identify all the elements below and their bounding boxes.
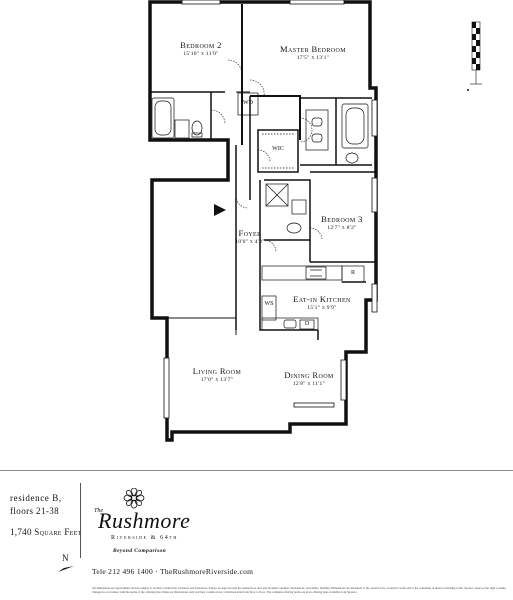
- interior-wall: [235, 180, 261, 330]
- window: [371, 99, 378, 137]
- room-bedroom-3: Bedroom 3 12'7" x 8'2": [312, 214, 372, 232]
- entry-arrow: [214, 204, 226, 216]
- room-name: Master Bedroom: [280, 44, 346, 54]
- door-swing: [227, 59, 243, 75]
- window: [340, 359, 347, 401]
- rushmore-logo: [123, 488, 145, 509]
- door-swing: [249, 79, 265, 97]
- interior-wall: [257, 129, 299, 173]
- interior-wall: [150, 91, 225, 140]
- toilet: [286, 222, 302, 234]
- room-dining-room: Dining Room 12'8" x 11'1": [274, 370, 344, 388]
- north-arrow-icon: N: [58, 553, 74, 572]
- room-name: Dining Room: [284, 370, 334, 380]
- info-divider: [80, 483, 81, 558]
- north-label: N: [62, 553, 69, 563]
- label-ws: WS: [264, 301, 274, 307]
- window: [371, 283, 378, 313]
- sink: [291, 199, 307, 215]
- rosette-icon: [123, 488, 145, 509]
- door-swing: [257, 149, 271, 163]
- brand-tagline: Beyond Comparison: [113, 548, 167, 554]
- vanity: [305, 109, 329, 151]
- brand-location: Riverside & 64th: [111, 535, 178, 541]
- room-dimensions: 10'0" x 4'3": [235, 239, 265, 245]
- room-dimensions: 17'5" x 13'1": [296, 55, 330, 61]
- dishwasher: [299, 319, 315, 330]
- residence-area: 1,740 Square Feet: [10, 527, 82, 537]
- room-dimensions: 12'8" x 11'1": [292, 381, 326, 387]
- door-swing: [309, 227, 323, 241]
- room-dimensions: 12'7" x 8'2": [327, 225, 357, 231]
- interior-wall: [167, 317, 237, 335]
- washer-dryer: [237, 92, 259, 116]
- room-living-room: Living Room 17'0" x 13'7": [180, 366, 254, 384]
- bathtub: [151, 97, 175, 139]
- room-eat-in-kitchen: Eat-in Kitchen 15'1" x 9'9": [280, 294, 364, 312]
- residence-floors: floors 21-38: [10, 506, 60, 516]
- window: [163, 357, 170, 419]
- room-name: Bedroom 2: [180, 40, 222, 50]
- bathtub: [341, 103, 369, 149]
- wine-storage: [261, 295, 277, 321]
- window: [181, 0, 221, 5]
- window: [293, 402, 335, 408]
- contact-info: Tele 212 496 1400 · TheRushmoreRiverside…: [92, 567, 254, 576]
- interior-wall: [264, 179, 311, 241]
- room-dimensions: 15'1" x 9'9": [307, 305, 337, 311]
- room-foyer: Foyer 10'0" x 4'3": [233, 228, 267, 246]
- section-divider: [0, 470, 513, 471]
- door-swing: [263, 239, 277, 253]
- refrigerator: [341, 265, 365, 283]
- sink-counter: [261, 317, 319, 331]
- closet: [214, 139, 229, 180]
- residence-line: residence B,: [10, 493, 62, 503]
- label-wd: WD: [243, 100, 253, 106]
- interior-wall: [309, 171, 376, 263]
- interior-wall: [250, 95, 301, 140]
- brand-name: Rushmore: [98, 508, 191, 533]
- brand-the: The: [94, 508, 103, 514]
- floor-plan: [148, 0, 378, 442]
- shower: [265, 183, 289, 207]
- label-d: D: [304, 321, 310, 327]
- toilet: [191, 120, 203, 136]
- room-name: Bedroom 3: [321, 214, 363, 224]
- label-wic: WIC: [272, 146, 284, 152]
- window: [289, 0, 345, 5]
- interior-wall: [235, 96, 251, 200]
- door-swing: [210, 109, 226, 125]
- room-master-bedroom: Master Bedroom 17'5" x 13'1": [268, 44, 358, 62]
- room-bedroom-2: Bedroom 2 15'10" x 11'0": [165, 40, 237, 58]
- label-r: R: [350, 270, 355, 276]
- range: [305, 266, 327, 280]
- scale-bar: [467, 21, 482, 91]
- interior-wall: [300, 97, 372, 166]
- legal-disclaimer: All dimensions are approximate and are s…: [92, 586, 506, 594]
- room-name: Foyer: [238, 228, 262, 238]
- window: [371, 177, 378, 213]
- toilet: [345, 152, 359, 164]
- room-name: Living Room: [192, 366, 242, 376]
- sink-vanity: [174, 119, 190, 139]
- kitchen-counter: [261, 265, 343, 281]
- room-dimensions: 15'10" x 11'0": [183, 51, 219, 57]
- residence-info: residence B, floors 21-38 1,740 Square F…: [10, 492, 85, 539]
- room-name: Eat-in Kitchen: [293, 294, 351, 304]
- door-swing: [299, 117, 313, 143]
- room-dimensions: 17'0" x 13'7": [200, 377, 234, 383]
- door-swing: [235, 195, 249, 209]
